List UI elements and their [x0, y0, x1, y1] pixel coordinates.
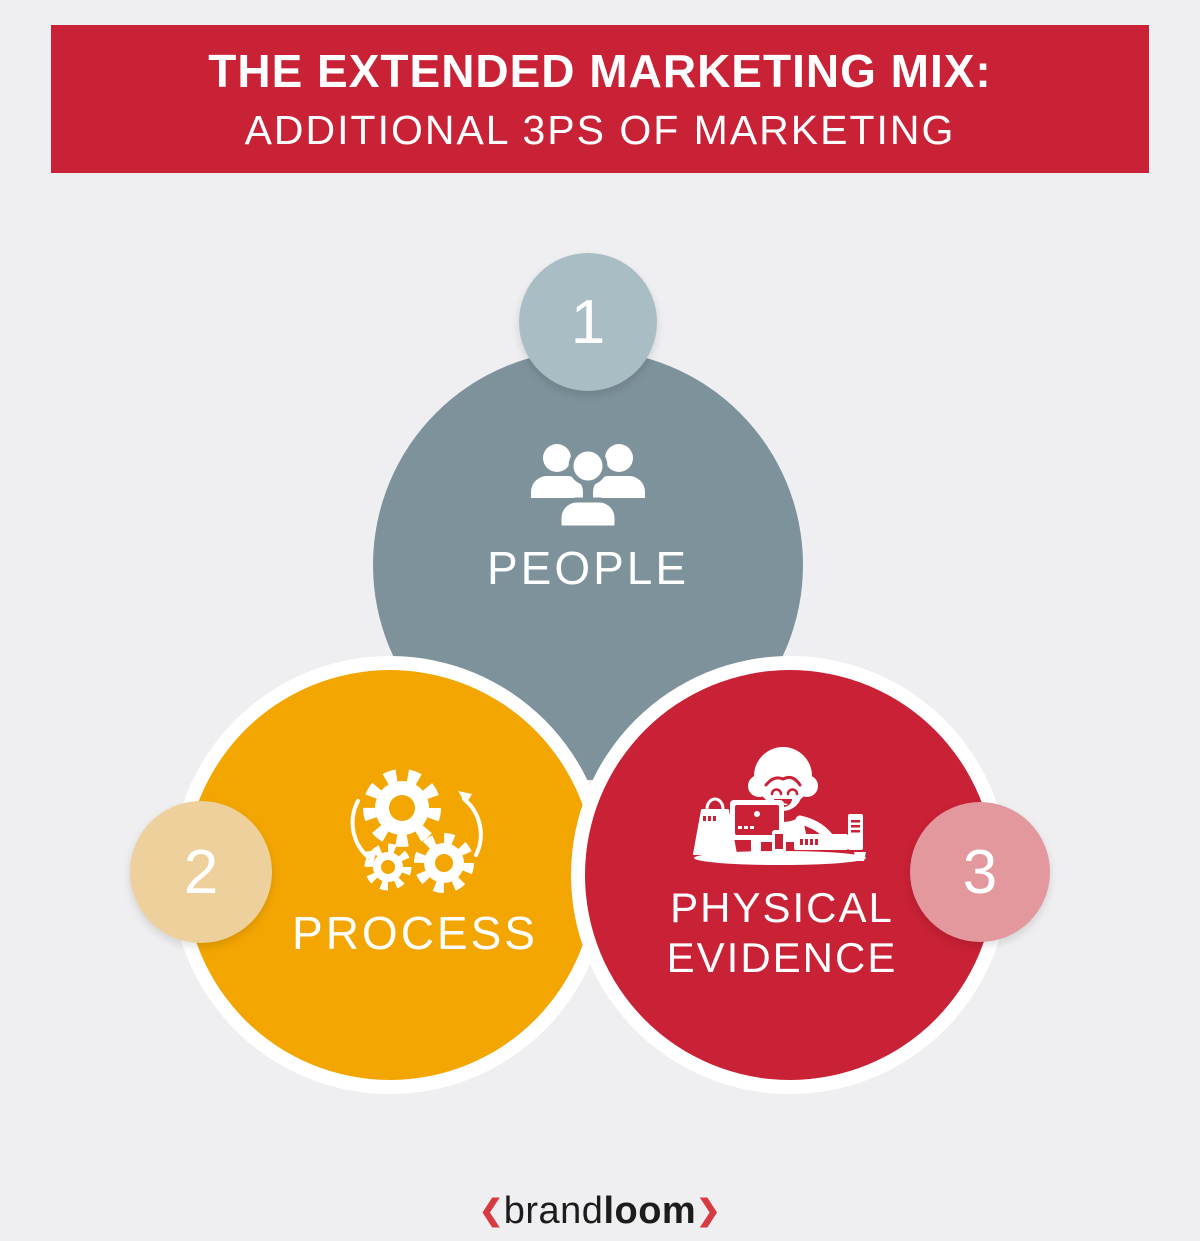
label-people: PEOPLE: [486, 542, 690, 594]
label-physical-evidence-line1: PHYSICAL: [670, 884, 894, 931]
logo-right-bracket-icon: ❯: [696, 1195, 722, 1227]
page-subtitle: ADDITIONAL 3PS OF MARKETING: [244, 107, 956, 153]
label-physical-evidence-line2: EVIDENCE: [666, 934, 898, 981]
brandloom-logo: ❮brandloom❯: [0, 1190, 1200, 1233]
logo-brand-text: brand: [503, 1190, 604, 1232]
logo-left-bracket-icon: ❮: [478, 1195, 504, 1227]
badge-1-number: 1: [570, 287, 606, 357]
badge-3-number: 3: [962, 837, 998, 907]
badge-2-number: 2: [183, 837, 219, 907]
people-group-icon: [523, 432, 653, 537]
badge-1: 1: [519, 253, 657, 391]
logo-loom-text: loom: [603, 1190, 697, 1232]
label-process: PROCESS: [292, 907, 538, 959]
gears-cycle-icon: [342, 763, 492, 910]
badge-2: 2: [130, 801, 272, 943]
header-banner: THE EXTENDED MARKETING MIX: ADDITIONAL 3…: [51, 25, 1149, 173]
page-title: THE EXTENDED MARKETING MIX:: [208, 45, 992, 97]
label-physical-evidence: PHYSICAL EVIDENCE: [632, 883, 932, 983]
badge-3: 3: [910, 802, 1050, 942]
person-at-counter-icon: [688, 746, 872, 871]
